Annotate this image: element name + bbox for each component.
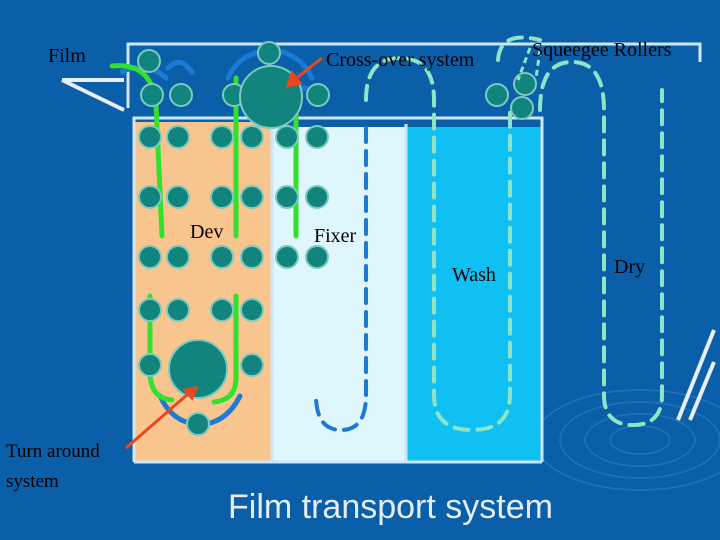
film-label: Film (48, 45, 86, 67)
film-exit-ramp (676, 329, 716, 421)
pointer-arrows (125, 56, 323, 450)
squeegee-dashed-arc (538, 59, 664, 428)
wash-tank (406, 127, 542, 462)
wash-entry-dashed (496, 35, 542, 62)
squeegee-pointer (516, 47, 542, 81)
turnaround-master-roller (168, 339, 228, 399)
diagram-title: Film transport system (228, 488, 553, 526)
dev-label: Dev (190, 221, 224, 243)
rollers (137, 41, 537, 436)
fixer-dashed-path (314, 126, 368, 433)
wash-dry-dashed-paths (314, 35, 664, 433)
turnaround-label-line1: Turn around (6, 441, 100, 462)
fixer-tank (272, 127, 406, 462)
crossover-master-roller (239, 65, 303, 129)
dev-tank (134, 122, 272, 462)
crossover-label: Cross-over system (326, 49, 475, 71)
dry-label: Dry (614, 256, 646, 278)
squeegee-label: Squeegee Rollers (532, 39, 672, 61)
processor-frame (126, 42, 702, 464)
wash-label: Wash (452, 264, 496, 286)
crossover-dashed-arc (364, 55, 512, 433)
fixer-label: Fixer (314, 225, 357, 247)
turnaround-label-line2: system (6, 471, 59, 492)
film-entry-guide (61, 78, 125, 112)
background-ripples (534, 389, 720, 491)
